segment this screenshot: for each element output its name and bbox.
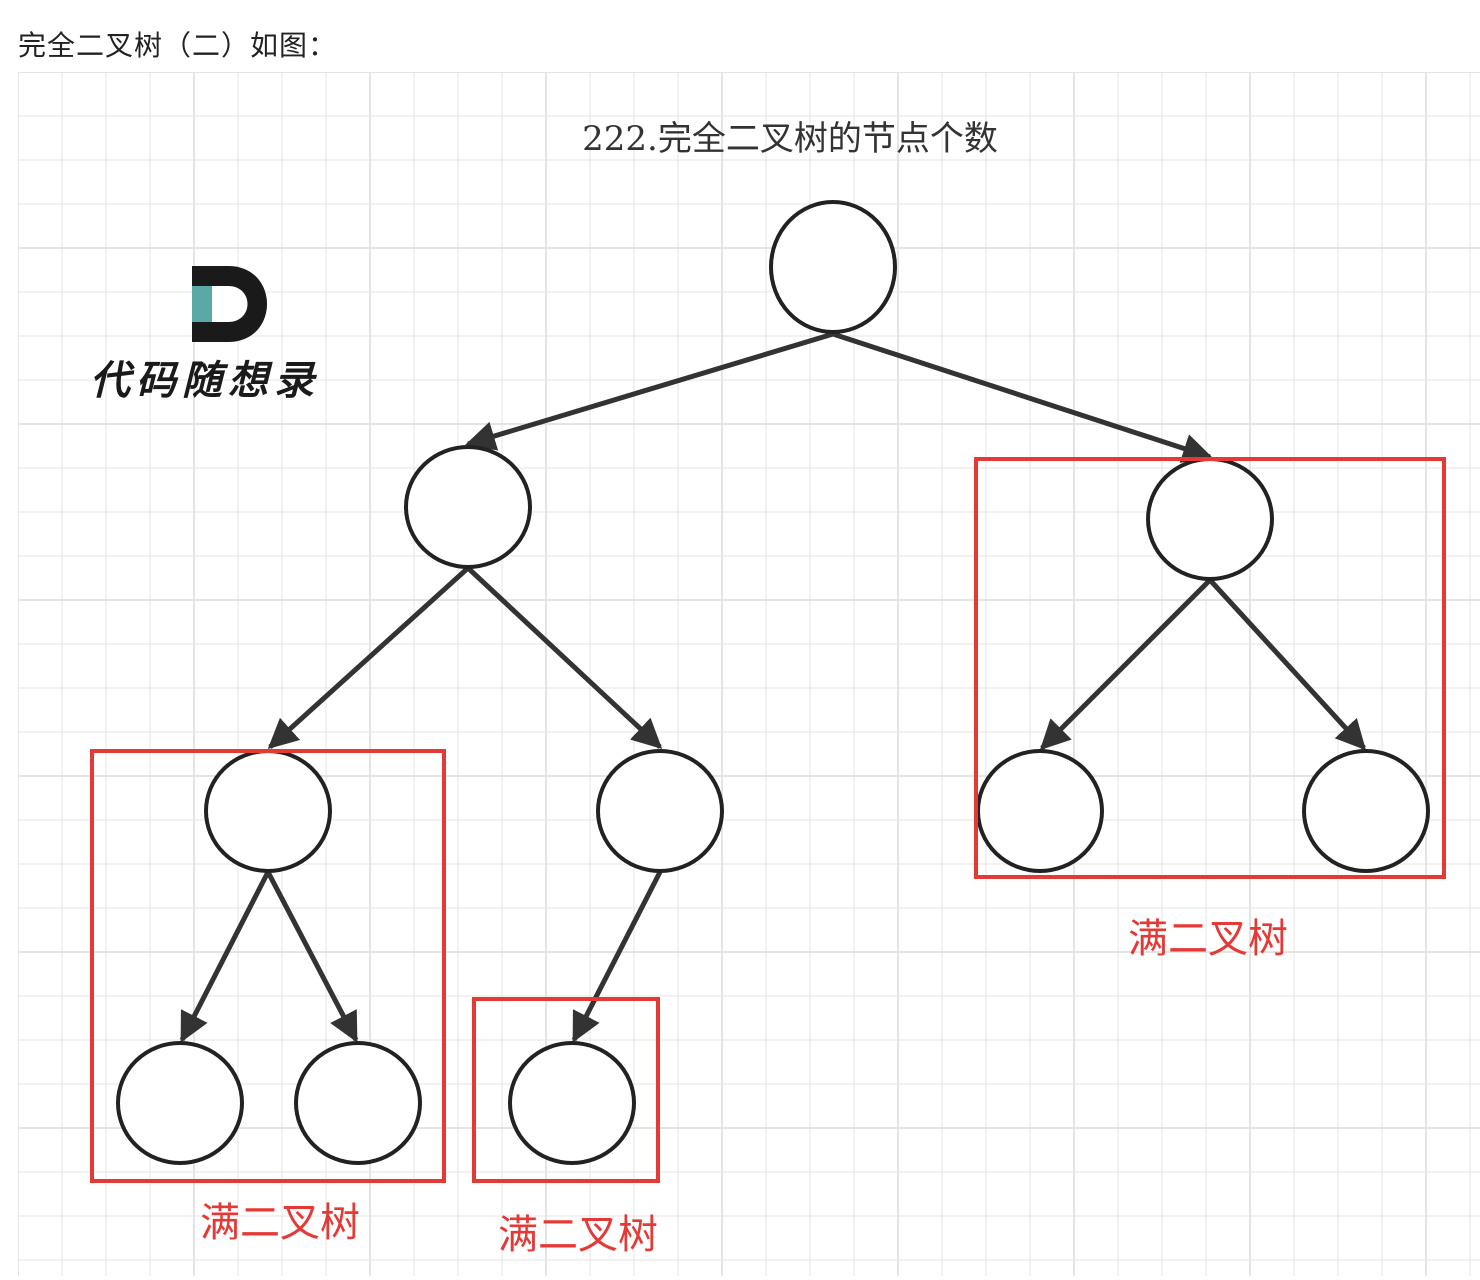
tree-node-root xyxy=(769,200,897,334)
logo-teal-bar xyxy=(192,286,212,322)
full-tree-label-left: 满二叉树 xyxy=(200,1200,360,1246)
tree-node-level2-1 xyxy=(204,749,332,873)
edge-root-left xyxy=(465,331,834,451)
diagram-title: 222.完全二叉树的节点个数 xyxy=(582,119,998,159)
tree-node-level3-1 xyxy=(116,1041,244,1165)
logo-text: 代码随想录 xyxy=(90,357,320,404)
tree-figure: 222.完全二叉树的节点个数 代码随想录 xyxy=(17,71,1480,1276)
logo: 代码随想录 xyxy=(90,266,320,404)
full-tree-label-right: 满二叉树 xyxy=(1128,916,1288,962)
edge-l1-left xyxy=(267,566,470,750)
edge-r1-left xyxy=(1039,578,1212,751)
tree-node-level3-3 xyxy=(508,1041,636,1165)
edge-l2b-left xyxy=(571,870,663,1043)
edge-root-right xyxy=(832,331,1213,463)
tree-node-level2-2 xyxy=(596,749,724,873)
full-subtree-box-middle xyxy=(472,997,660,1183)
tree-node-level2-3 xyxy=(976,749,1104,873)
edge-l1-right xyxy=(466,566,663,750)
tree-node-level3-2 xyxy=(294,1041,422,1165)
full-subtree-box-right xyxy=(974,457,1446,879)
tree-diagram-svg: 222.完全二叉树的节点个数 代码随想录 xyxy=(17,71,1480,1276)
edge-r1-right xyxy=(1208,578,1367,751)
tree-node-level1-left xyxy=(404,445,532,569)
edge-l2a-right xyxy=(265,870,359,1043)
tree-node-level2-4 xyxy=(1302,749,1430,873)
tree-node-level1-right xyxy=(1146,457,1274,581)
edge-l2a-left xyxy=(179,870,271,1043)
caption: 完全二叉树（二）如图： xyxy=(18,29,338,62)
grid-background xyxy=(17,71,1480,1276)
full-subtree-box-left xyxy=(90,749,446,1183)
full-tree-label-middle: 满二叉树 xyxy=(498,1212,658,1258)
